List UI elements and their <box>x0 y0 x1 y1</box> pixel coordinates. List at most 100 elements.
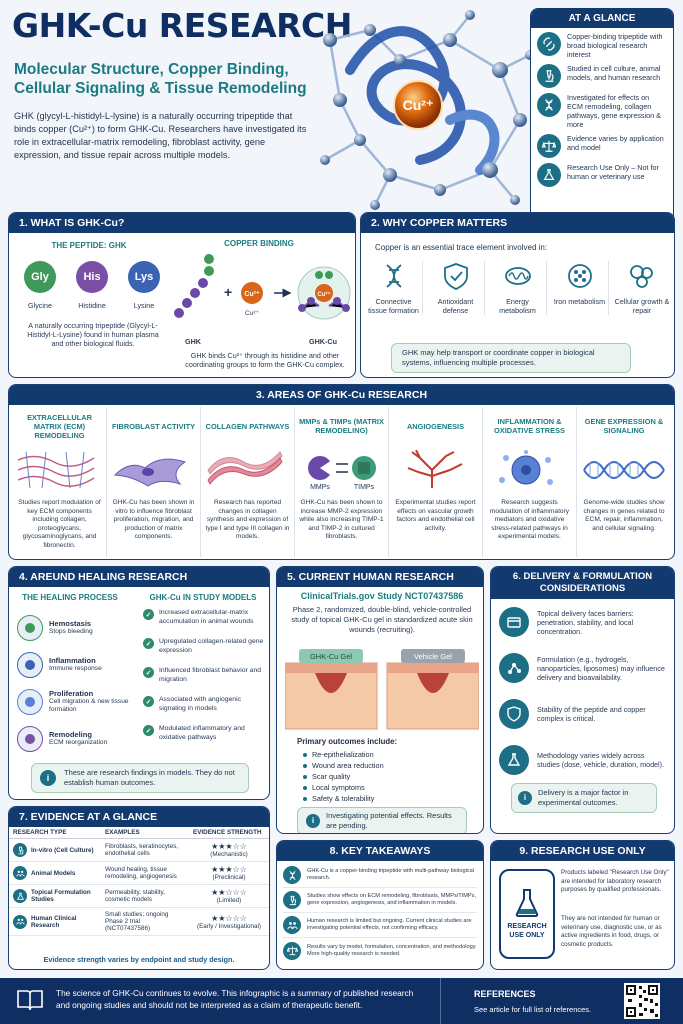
dna-icon <box>545 99 553 111</box>
microscope-icon <box>17 846 23 854</box>
qr-code-icon[interactable] <box>624 983 660 1019</box>
timp-label: TIMPs <box>353 484 374 490</box>
bullet-icon <box>303 774 307 779</box>
evidence-stars: ★★★☆☆ <box>211 865 247 874</box>
ghk-label: GHK <box>185 337 201 346</box>
dna-icon <box>385 264 402 288</box>
bullet-icon <box>303 785 307 790</box>
row-icon <box>13 843 27 857</box>
people-icon <box>15 870 25 877</box>
research-use-p1: Products labeled "Research Use Only" are… <box>561 869 669 893</box>
takeaway-item: GHK-Cu is a copper-binding tripeptide wi… <box>283 863 477 888</box>
glance-item: Investigated for effects on ECM remodeli… <box>531 89 673 130</box>
research-area-text: GHK-Cu has been shown to increase MMP-2 … <box>299 499 384 540</box>
vehicle-gel-label: Vehicle Gel <box>414 652 452 661</box>
shield-icon <box>443 263 468 290</box>
outcome-item: Local symptoms <box>303 782 463 793</box>
research-area-art <box>204 445 292 495</box>
delivery-item-icon <box>499 745 529 775</box>
glance-item-icon <box>537 93 561 117</box>
delivery-note: Delivery is a major factor in experiment… <box>538 788 629 807</box>
section-areas: 3. AREAS OF GHK-Cu RESEARCH EXTRACELLULA… <box>8 384 675 560</box>
check-icon: ✓ <box>143 638 154 649</box>
research-type: Human Clinical Research <box>31 914 77 929</box>
evidence-column-header: EVIDENCE STRENGTH <box>189 827 269 839</box>
bullet-icon <box>303 763 307 768</box>
info-icon: i <box>40 770 56 786</box>
research-area-heading: COLLAGEN PATHWAYS <box>205 421 290 431</box>
model-finding: ✓Associated with angiogenic signaling in… <box>143 696 267 725</box>
amino-acid-circle: Gly <box>24 261 56 293</box>
delivery-item-icon <box>499 607 529 637</box>
page-title: GHK-Cu RESEARCH <box>12 6 352 45</box>
mmp-label: MMPs <box>310 484 330 490</box>
collagen-icon <box>206 451 283 485</box>
section-human-research: 5. CURRENT HUMAN RESEARCH ClinicalTrials… <box>276 566 484 834</box>
research-area-art <box>486 445 574 495</box>
table-row: In-vitro (Cell Culture)Fibroblasts, kera… <box>9 838 269 862</box>
inflammation-icon <box>498 450 553 485</box>
copper-role-label: Antioxidant defense <box>437 297 474 315</box>
evidence-footnote: Evidence strength varies by endpoint and… <box>43 955 235 964</box>
research-area-text: GHK-Cu has been shown in vitro to influe… <box>112 499 195 540</box>
section-2-title: 2. WHY COPPER MATTERS <box>361 213 674 233</box>
research-examples: Wound healing, tissue remodeling, angiog… <box>101 861 189 885</box>
model-finding-text: Associated with angiogenic signaling in … <box>159 696 241 712</box>
takeaway-text: Human research is limited but ongoing. C… <box>307 918 472 931</box>
cu-label: Cu²⁺ <box>245 310 259 317</box>
section-6-title: 6. DELIVERY & FORMULATION CONSIDERATIONS <box>491 567 674 599</box>
outcomes-heading: Primary outcomes include: <box>297 737 398 746</box>
footer-disclaimer: The science of GHK-Cu continues to evolv… <box>56 988 414 1010</box>
glance-title: AT A GLANCE <box>531 9 673 28</box>
drop-icon <box>17 614 43 641</box>
research-area-art <box>110 445 198 495</box>
model-finding-text: Modulated inflammatory and oxidative pat… <box>159 725 245 741</box>
section-4-title: 4. AREUND HEALING RESEARCH <box>9 567 269 587</box>
copper-role-label: Energy metabolism <box>499 297 536 315</box>
shield-icon <box>507 706 521 722</box>
references-text[interactable]: See article for full list of references. <box>474 1005 592 1014</box>
delivery-item-text: Methodology varies widely across studies… <box>537 751 665 769</box>
healing-phase-name: Inflammation <box>49 656 96 665</box>
flask-icon <box>507 753 521 766</box>
check-icon: ✓ <box>143 667 154 678</box>
delivery-item-text: Stability of the peptide and copper comp… <box>537 705 646 723</box>
study-models-heading: GHK-Cu IN STUDY MODELS <box>149 593 257 602</box>
research-area-art: MMPs TIMPs <box>298 445 386 495</box>
microscope-icon <box>545 70 554 82</box>
molecule-icon <box>508 663 521 674</box>
delivery-item-icon <box>499 699 529 729</box>
healing-phase-name: Remodeling <box>49 730 92 739</box>
copper-role-label: Connective tissue formation <box>368 297 419 315</box>
research-use-p2: They are not intended for human or veter… <box>561 915 662 948</box>
healing-phase-name: Proliferation <box>49 689 94 698</box>
glance-item-text: Research Use Only – Not for human or vet… <box>567 163 659 181</box>
fibroblast-icon <box>113 458 186 487</box>
section-8-title: 8. KEY TAKEAWAYS <box>277 841 483 861</box>
healing-phase-desc: Stops bleeding <box>49 628 93 635</box>
evidence-stars: ★★★☆☆ <box>211 842 247 851</box>
outcome-item: Re-epithelialization <box>303 749 463 760</box>
glance-item-icon <box>537 32 561 56</box>
check-icon: ✓ <box>143 609 154 620</box>
section-research-use: 9. RESEARCH USE ONLY RESEARCH USE ONLY P… <box>490 840 675 970</box>
evidence-column-header: EXAMPLES <box>101 827 189 839</box>
takeaway-text: Results vary by model, formulation, conc… <box>307 943 477 957</box>
peptide-heading: THE PEPTIDE: GHK <box>51 241 127 250</box>
model-finding: ✓Upregulated collagen-related gene expre… <box>143 638 267 667</box>
copper-note: GHK may help transport or coordinate cop… <box>391 343 631 373</box>
healing-phase-name: Hemostasis <box>49 619 92 628</box>
scale-icon <box>286 946 298 956</box>
cu-ion-label: Cu²⁺ <box>403 97 434 113</box>
people-icon <box>286 921 298 929</box>
evidence-stars: ★★☆☆☆ <box>211 913 247 923</box>
model-finding-text: Influenced fibroblast behavior and migra… <box>159 667 262 683</box>
